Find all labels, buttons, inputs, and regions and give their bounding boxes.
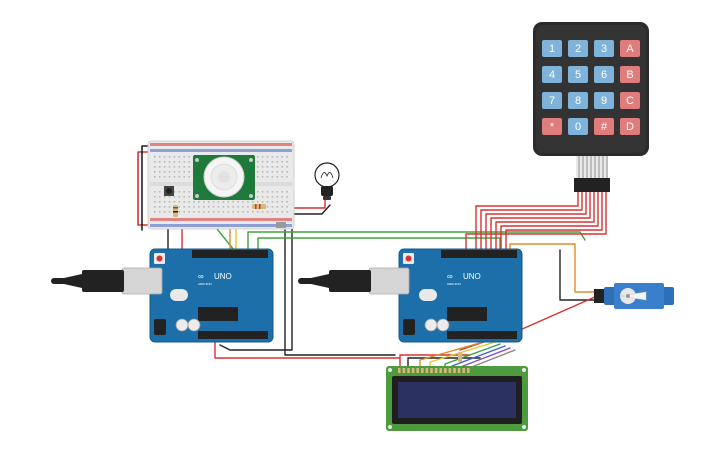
keypad-key: C [620, 92, 640, 109]
wire-black-bb-gnd [141, 145, 151, 231]
keypad-key: 4 [542, 66, 562, 83]
wire-left-red-lcd [214, 339, 401, 359]
servo-motor [594, 283, 674, 309]
arduino-right-brand: ARDUINO [447, 282, 462, 286]
keypad-key-label: B [626, 69, 633, 81]
wire-keypad-6 [500, 191, 599, 251]
keypad-key-label: A [626, 43, 634, 55]
keypad-key: 6 [594, 66, 614, 83]
keypad-key-label: 1 [549, 43, 555, 55]
keypad-key-label: 4 [549, 69, 555, 81]
wire-black-right-gnd2 [284, 229, 396, 356]
arduino-left-model: UNO [214, 272, 232, 281]
wire-keypad-3 [485, 191, 587, 251]
usb-cable-right [298, 267, 410, 295]
keypad-key: 5 [568, 66, 588, 83]
arduino-uno-right: ∞ UNO ARDUINO [398, 248, 523, 343]
keypad-key-label: C [626, 95, 634, 107]
arduino-left-logo: ∞ [198, 272, 204, 281]
keypad-key-label: 8 [575, 95, 581, 107]
led-small [276, 222, 286, 228]
keypad-keys: 1 2 3 A 4 5 6 B 7 8 9 C * 0 # D [542, 40, 640, 135]
wire-red-bb-power [137, 151, 151, 226]
keypad-key: B [620, 66, 640, 83]
keypad-key-label: 0 [575, 121, 581, 133]
keypad-key: 8 [568, 92, 588, 109]
push-button [164, 186, 174, 196]
keypad-key-label: D [626, 121, 634, 133]
wire-keypad-2 [480, 191, 583, 251]
resistor-left [173, 205, 178, 217]
keypad-ribbon [578, 156, 608, 178]
wire-green-link-2 [257, 237, 501, 257]
wire-keypad-7 [505, 191, 603, 251]
keypad-key: 3 [594, 40, 614, 57]
resistor-right [252, 204, 266, 209]
keypad-key-label: 7 [549, 95, 555, 107]
arduino-uno-left: ∞ UNO ARDUINO [149, 248, 274, 343]
keypad-key-label: 6 [601, 69, 607, 81]
wire-keypad-8 [465, 191, 607, 251]
lcd-resistor [458, 352, 462, 362]
usb-cable-left [51, 267, 163, 295]
wire-black-servo [559, 249, 599, 301]
keypad-key-label: 9 [601, 95, 607, 107]
wire-green-link-1 [247, 231, 586, 256]
keypad-key: * [542, 118, 562, 135]
keypad-key-label: # [601, 121, 608, 133]
keypad-key: A [620, 40, 640, 57]
keypad-key: 7 [542, 92, 562, 109]
lcd-pin-header [398, 368, 470, 373]
keypad-key: 2 [568, 40, 588, 57]
light-bulb [314, 162, 340, 200]
keypad-key-label: * [550, 121, 555, 133]
pir-sensor [193, 155, 255, 200]
wire-orange-servo [509, 243, 598, 293]
keypad-key: 9 [594, 92, 614, 109]
keypad-4x4: 1 2 3 A 4 5 6 B 7 8 9 C * 0 # D [533, 22, 649, 192]
keypad-key: D [620, 118, 640, 135]
keypad-key-label: 2 [575, 43, 581, 55]
keypad-key-label: 5 [575, 69, 581, 81]
arduino-right-logo: ∞ [447, 272, 453, 281]
keypad-key: 1 [542, 40, 562, 57]
lcd-16x2 [386, 366, 528, 431]
wire-keypad-5 [495, 191, 595, 251]
keypad-key: # [594, 118, 614, 135]
arduino-left-brand: ARDUINO [198, 282, 213, 286]
arduino-right-model: UNO [463, 272, 481, 281]
keypad-key: 0 [568, 118, 588, 135]
wire-keypad-1 [475, 191, 579, 251]
keypad-key-label: 3 [601, 43, 607, 55]
